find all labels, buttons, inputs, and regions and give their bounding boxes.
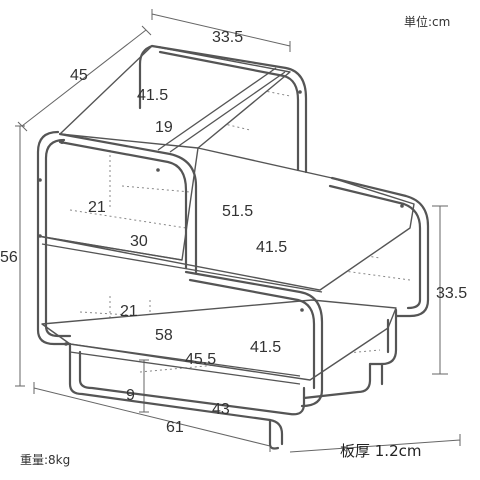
middle-shelf [37, 147, 415, 291]
height-total-label: 56 [0, 249, 18, 266]
top-width-label: 33.5 [212, 29, 243, 46]
tube-frame [36, 44, 430, 450]
middle-left-width-label: 30 [130, 233, 148, 250]
top-shelf [59, 45, 291, 149]
leg-height-label: 9 [126, 387, 135, 404]
depth-label: 45 [70, 67, 88, 84]
unit-label: 単位:cm [404, 14, 450, 29]
dimension-lines [15, 9, 461, 453]
middle-right-width-label: 41.5 [256, 239, 287, 256]
bottom-inner-label: 45.5 [185, 351, 216, 368]
bolts [38, 90, 404, 346]
bottom-right-width-label: 41.5 [250, 339, 281, 356]
right-height-label: 33.5 [436, 285, 467, 302]
dimension-labels: 33.5 45 41.5 19 56 21 51.5 30 41.5 33.5 … [0, 29, 467, 436]
upper-shelf-width-label: 19 [155, 119, 173, 136]
bottom-shelf [41, 299, 397, 381]
base-depth-label: 43 [212, 401, 230, 418]
bottom-length-label: 58 [155, 327, 173, 344]
left-gap-lower-label: 21 [120, 303, 138, 320]
middle-shelf-length-label: 51.5 [222, 203, 253, 220]
total-width-label: 61 [166, 419, 184, 436]
board-thickness-label: 板厚 1.2cm [340, 442, 421, 460]
upper-shelf-length-label: 41.5 [137, 87, 168, 104]
left-gap-upper-label: 21 [88, 199, 106, 216]
weight-label: 重量:8kg [20, 453, 70, 467]
